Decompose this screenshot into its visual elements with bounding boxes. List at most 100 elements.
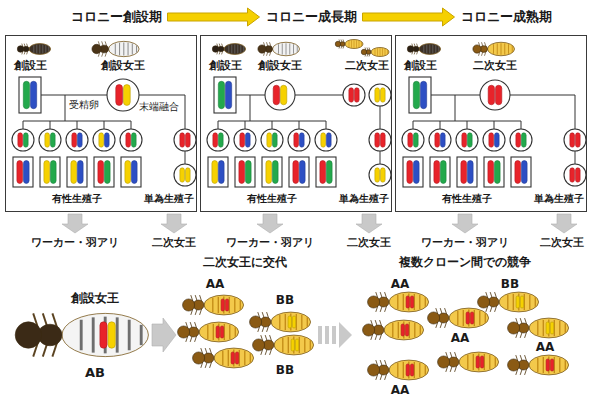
chromosome [78,161,84,184]
female-cell [93,129,115,151]
chromosome [406,296,409,308]
termite-stripe [285,314,286,330]
chromosome [231,352,234,364]
lineage-line [250,95,251,121]
lineage-line [521,121,522,129]
caption-label: BB [276,294,294,308]
caption-label: 創設女王 [101,60,145,73]
male-cell [403,157,423,187]
chromosome [381,88,386,102]
termite-stripe [297,46,298,52]
chromosome [550,322,553,334]
termite-abdomen [109,41,140,56]
chromosome [522,133,527,147]
chromosome [108,322,115,348]
chromosome [239,161,245,184]
termite-stripe [36,45,37,54]
lineage-line [326,121,327,129]
termite-stripe [425,365,426,374]
termite [368,360,429,380]
termite-stripe [420,325,421,334]
termite-stripe [457,311,458,325]
termite-stripe [397,363,398,377]
output-arrow [62,214,88,233]
caption-label: 二次女王 [152,236,196,248]
termite-stripe [403,362,404,378]
caption-label: 単為生殖子 [534,193,584,205]
termite-stripe [289,43,290,54]
caption-label: 受精卵 [69,99,99,111]
caption-label: AA [206,278,225,292]
chromosome [100,322,107,348]
panel-illustration [207,40,391,188]
female-cell [369,129,391,151]
termite-stripe [361,42,362,46]
termite-stripe [397,295,398,309]
caption-label: BB [501,278,519,292]
female-cell [456,129,478,151]
termite-stripe [231,45,232,54]
termite [250,312,311,332]
female-cell [429,129,451,151]
termite [361,48,389,57]
stage-heading: コロニー成熟期 [461,9,552,25]
lineage-line [50,121,51,129]
termite-stripe [116,317,119,352]
termite [368,292,429,312]
female-cell [39,129,61,151]
termite-abdomen [384,320,424,340]
male-cell [316,157,336,187]
chromosome [441,133,446,147]
caption-label: AA [391,384,410,398]
termite-stripe [282,43,283,54]
female-cell [234,129,256,151]
female-cell [107,79,139,111]
termite-head [253,339,265,351]
termite [428,308,489,328]
male-cell [13,157,33,187]
chromosome [99,133,104,147]
female-cell [480,80,510,110]
termite-stripe [559,358,560,372]
caption-label: 創設女王 [258,60,302,73]
female-cell [174,164,196,186]
termite-head [335,41,341,47]
termite-stripe [240,45,241,53]
termite [193,348,254,368]
termite-stripe [507,295,508,309]
termite-stripe [504,43,505,54]
termite-stripe [310,340,311,349]
termite [508,355,569,375]
female-cell [207,129,229,151]
chromosome [78,133,83,147]
termite-stripe [385,49,386,55]
termite-stripe [463,310,464,326]
chromosome [488,161,494,184]
chromosome [489,133,494,147]
termite-abdomen [449,308,489,328]
female-cell [564,164,586,186]
lineage-line [510,95,575,129]
stage-arrow [363,8,455,26]
chromosome [407,161,413,184]
chromosome [226,81,232,108]
termite-stripe [279,315,280,329]
chromosome [219,161,225,184]
chromosome [105,161,111,184]
chromosome [413,81,419,108]
chromosome [406,364,409,376]
termite-abdomen [224,44,246,55]
caption-label: 二次女王 [540,236,584,248]
caption-label: 単為生殖子 [144,193,194,205]
chromosome [434,161,440,184]
chromosome [51,161,57,184]
caption-label: 有性生殖子 [247,193,297,205]
chromosome [480,356,483,368]
termite-stripe [207,325,208,339]
male-cell [457,157,477,187]
termite-abdomen [389,360,429,380]
chromosome [225,299,228,311]
chromosome [576,133,581,147]
termite-stripe [419,363,420,377]
lineage-line [104,121,105,129]
